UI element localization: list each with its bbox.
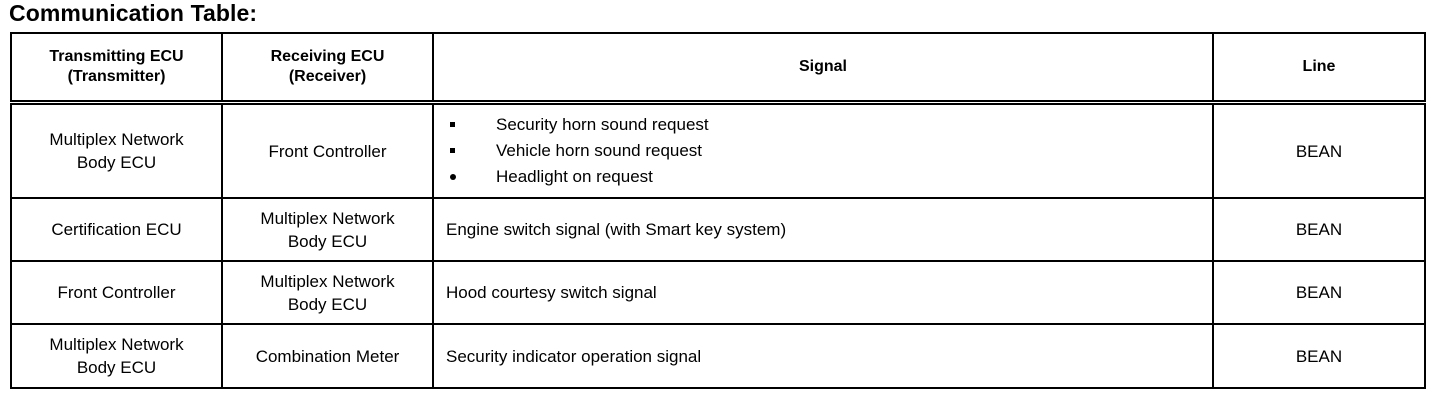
table-row: Certification ECU Multiplex Network Body… bbox=[10, 197, 1426, 262]
list-item-label: Vehicle horn sound request bbox=[496, 141, 703, 160]
square-bullet-icon bbox=[450, 122, 455, 127]
column-header-signal: Signal bbox=[432, 32, 1214, 104]
column-header-receiving-ecu-line1: Receiving ECU bbox=[270, 48, 385, 65]
cell-receiving-ecu: Multiplex Network Body ECU bbox=[221, 197, 434, 262]
cell-signal: Engine switch signal (with Smart key sys… bbox=[432, 197, 1214, 262]
signal-text: Engine switch signal (with Smart key sys… bbox=[446, 220, 787, 239]
column-header-transmitting-ecu: Transmitting ECU (Transmitter) bbox=[10, 32, 223, 104]
cell-receiving-ecu-line1: Front Controller bbox=[268, 141, 387, 161]
cell-transmitting-ecu-line2: Body ECU bbox=[76, 153, 157, 172]
list-item-label: Headlight on request bbox=[496, 167, 653, 186]
cell-signal: Hood courtesy switch signal bbox=[432, 260, 1214, 325]
cell-receiving-ecu-line1: Multiplex Network bbox=[260, 271, 395, 291]
table-row: Front Controller Multiplex Network Body … bbox=[10, 260, 1426, 325]
cell-transmitting-ecu-line2: Body ECU bbox=[76, 358, 157, 377]
cell-transmitting-ecu: Multiplex Network Body ECU bbox=[10, 100, 223, 199]
column-header-receiving-ecu: Receiving ECU (Receiver) bbox=[221, 32, 434, 104]
cell-receiving-ecu: Multiplex Network Body ECU bbox=[221, 260, 434, 325]
cell-receiving-ecu-line1: Combination Meter bbox=[255, 346, 400, 366]
list-item-label: Security horn sound request bbox=[496, 115, 709, 134]
cell-transmitting-ecu-line1: Front Controller bbox=[57, 283, 176, 302]
communication-table: Transmitting ECU (Transmitter) Receiving… bbox=[10, 32, 1426, 389]
cell-line: BEAN bbox=[1212, 323, 1426, 389]
signal-text: Hood courtesy switch signal bbox=[446, 283, 657, 302]
cell-transmitting-ecu: Front Controller bbox=[10, 260, 223, 325]
cell-signal: Security indicator operation signal bbox=[432, 323, 1214, 389]
table-row: Multiplex Network Body ECU Combination M… bbox=[10, 323, 1426, 389]
cell-receiving-ecu: Combination Meter bbox=[221, 323, 434, 389]
column-header-transmitting-ecu-line2: (Transmitter) bbox=[67, 68, 166, 85]
list-item: Security horn sound request bbox=[446, 112, 1202, 138]
cell-transmitting-ecu: Multiplex Network Body ECU bbox=[10, 323, 223, 389]
cell-line: BEAN bbox=[1212, 100, 1426, 199]
cell-receiving-ecu: Front Controller bbox=[221, 100, 434, 199]
cell-transmitting-ecu-line1: Multiplex Network bbox=[49, 335, 184, 354]
table-header: Transmitting ECU (Transmitter) Receiving… bbox=[10, 32, 1426, 104]
list-item: Vehicle horn sound request bbox=[446, 138, 1202, 164]
square-bullet-icon bbox=[450, 148, 455, 153]
cell-receiving-ecu-line2: Body ECU bbox=[287, 294, 368, 314]
header-row: Transmitting ECU (Transmitter) Receiving… bbox=[10, 32, 1426, 104]
signal-text: Security indicator operation signal bbox=[446, 346, 702, 366]
table-body: Multiplex Network Body ECU Front Control… bbox=[10, 100, 1426, 389]
column-header-receiving-ecu-line2: (Receiver) bbox=[288, 68, 367, 85]
cell-transmitting-ecu-line1: Certification ECU bbox=[51, 220, 182, 239]
cell-line: BEAN bbox=[1212, 260, 1426, 325]
cell-receiving-ecu-line1: Multiplex Network bbox=[260, 208, 395, 228]
cell-line: BEAN bbox=[1212, 197, 1426, 262]
signal-bullet-list: Security horn sound request Vehicle horn… bbox=[446, 112, 1202, 190]
table-row: Multiplex Network Body ECU Front Control… bbox=[10, 100, 1426, 199]
page-title: Communication Table: bbox=[9, 0, 258, 26]
cell-receiving-ecu-line2: Body ECU bbox=[287, 231, 368, 251]
list-item: Headlight on request bbox=[446, 164, 1202, 190]
cell-transmitting-ecu: Certification ECU bbox=[10, 197, 223, 262]
column-header-transmitting-ecu-line1: Transmitting ECU bbox=[49, 48, 184, 65]
round-bullet-icon bbox=[450, 174, 456, 180]
cell-signal: Security horn sound request Vehicle horn… bbox=[432, 100, 1214, 199]
cell-transmitting-ecu-line1: Multiplex Network bbox=[49, 130, 184, 149]
column-header-line: Line bbox=[1212, 32, 1426, 104]
